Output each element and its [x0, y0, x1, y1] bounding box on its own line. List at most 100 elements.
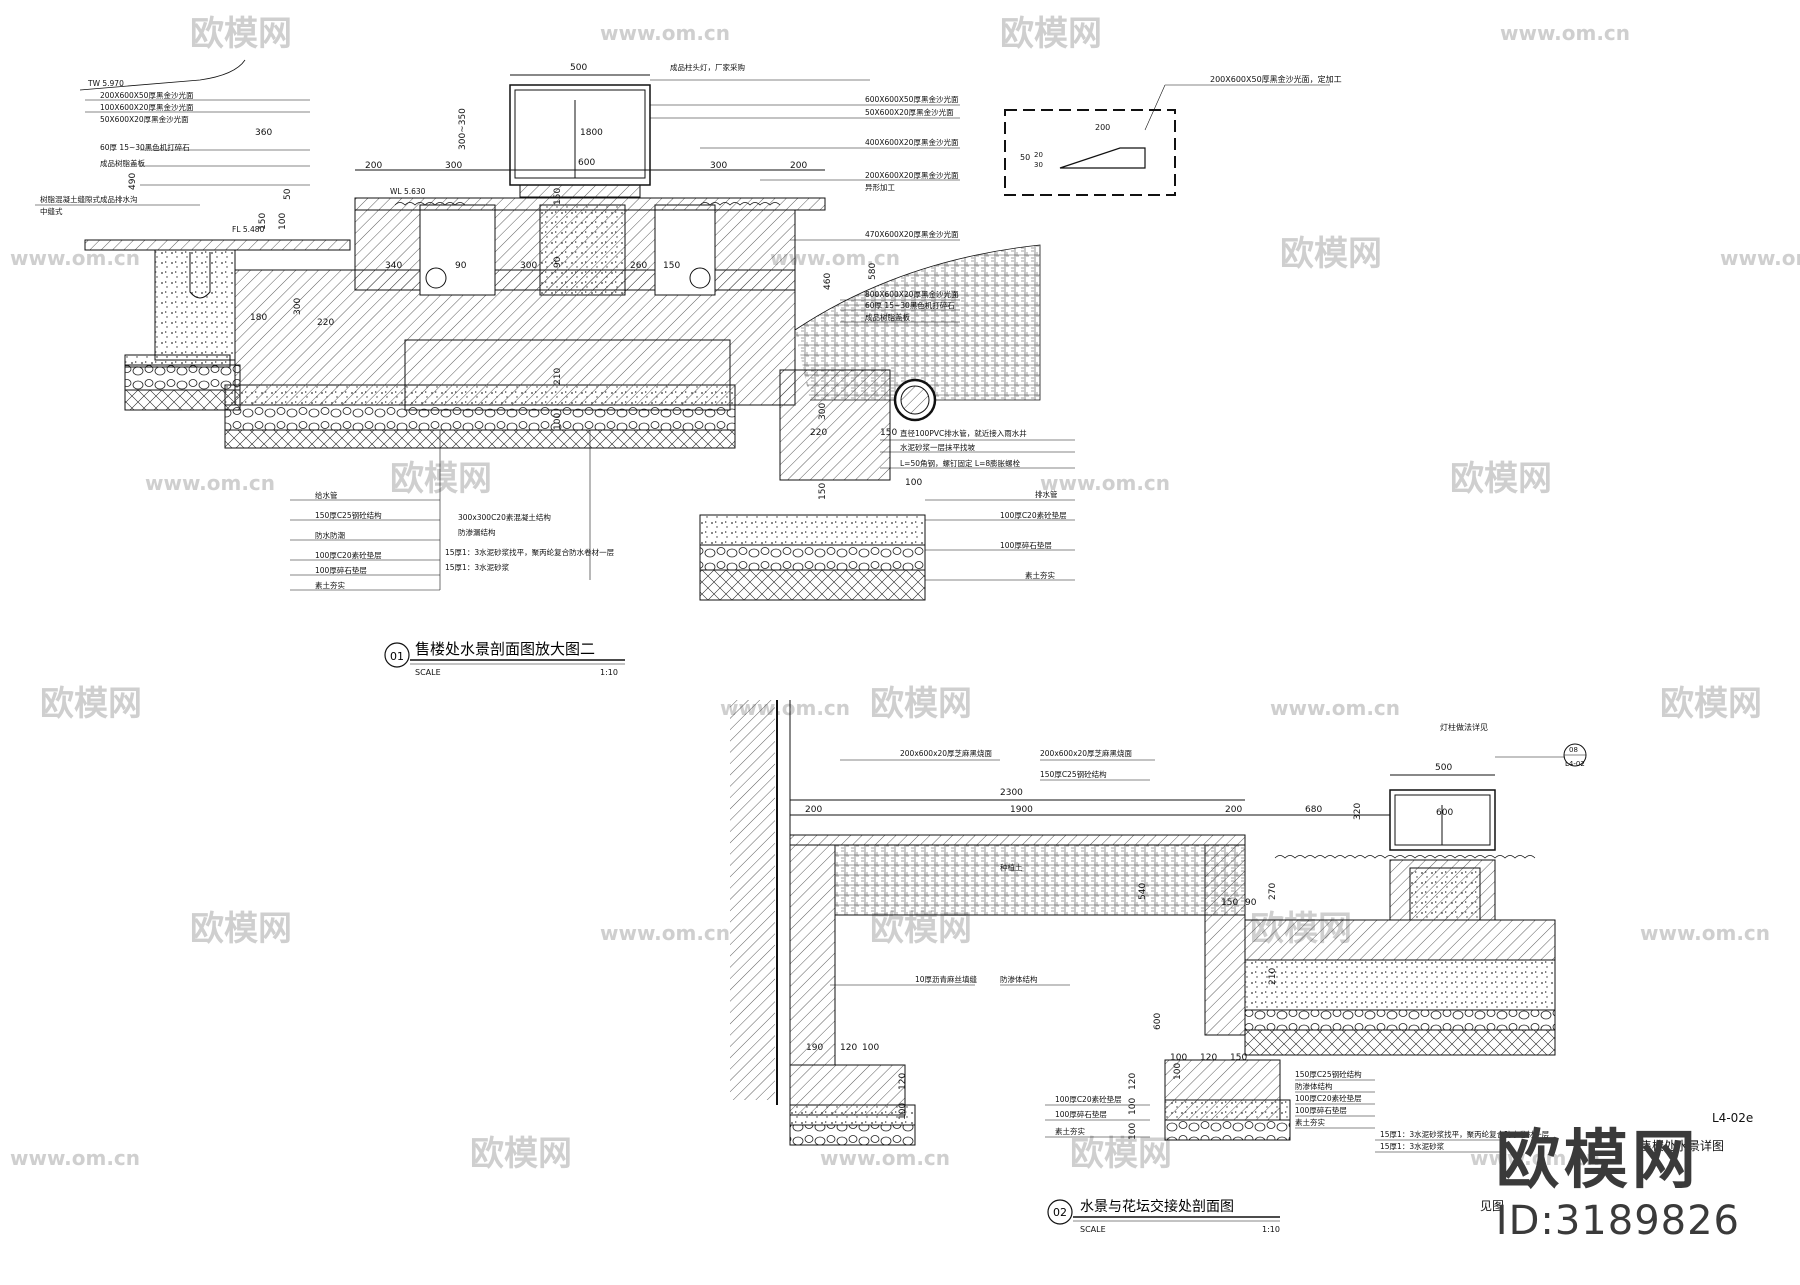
dimension-label: 580	[868, 263, 878, 280]
watermark-logo: 欧模网	[1450, 459, 1552, 499]
dimension-label: 1900	[1010, 805, 1033, 815]
dimension-label: 1800	[580, 128, 603, 138]
watermark-url: www.om.cn	[145, 471, 275, 495]
annotation-label: 100厚碎石垫层	[1000, 540, 1052, 550]
dimension-label: 120	[1128, 1073, 1138, 1090]
dimension-label: 200	[365, 161, 382, 171]
annotation-label: 成品树脂盖板	[100, 158, 145, 168]
watermark-url: www.om.cn	[1500, 21, 1630, 45]
watermark-logo: 欧模网	[390, 459, 492, 499]
dimension-label: 100	[553, 413, 563, 430]
dimension-label: 360	[255, 128, 272, 138]
watermark-logo: 欧模网	[870, 909, 972, 949]
section-02-scale-value: 1:10	[1262, 1225, 1280, 1234]
dimension-label: 100	[1128, 1098, 1138, 1115]
watermark-logo: 欧模网	[1660, 684, 1762, 724]
dimension-label: 200	[1225, 805, 1242, 815]
dimension-label: 220	[317, 318, 334, 328]
reference-label: 灯柱做法详见	[1440, 722, 1488, 732]
dimension-label: 260	[630, 261, 647, 271]
annotation-label: 470X600X20厚黑金沙光面	[865, 229, 959, 239]
dimension-label: 100	[862, 1043, 879, 1053]
annotation-label: 素土夯实	[1055, 1126, 1085, 1136]
detail-label: 200X600X50厚黑金沙光面，定加工	[1210, 74, 1342, 84]
watermark-url: www.om.cn	[1470, 1146, 1600, 1170]
sheet-fragment: L4-02e	[1712, 1111, 1753, 1125]
dimension-label: 150	[663, 261, 680, 271]
dimension-label: 490	[128, 173, 138, 190]
annotation-label: 种植土	[1000, 862, 1023, 872]
annotation-label: 成品树脂盖板	[865, 312, 910, 322]
dimension-label: 200	[805, 805, 822, 815]
annotation-label: 150厚C25钢砼结构	[1295, 1069, 1362, 1079]
annotation-label: 直径100PVC排水管，就近接入雨水井	[900, 428, 1027, 438]
dimension-label: 150	[880, 428, 897, 438]
annotation-label: 素土夯实	[1295, 1117, 1325, 1127]
watermark-logo: 欧模网	[1000, 14, 1102, 54]
section-01-labels-left: TW 5.970200X600X50厚黑金沙光面100X600X20厚黑金沙光面…	[40, 79, 426, 234]
annotation-label: 100厚C20素砼垫层	[1295, 1093, 1362, 1103]
dimension-label: 300	[445, 161, 462, 171]
reference-sheet: L4-02	[1565, 760, 1585, 768]
dimension-label: 270	[1268, 883, 1278, 900]
section-02-drawing	[730, 700, 1587, 1225]
reference-number: 08	[1569, 746, 1578, 754]
dimension-label: 600	[578, 158, 595, 168]
brand-watermark: 欧模网 ID:3189826	[1496, 1125, 1740, 1245]
dimension-label: 220	[810, 428, 827, 438]
dimension-label: 150	[258, 213, 268, 230]
annotation-label: 100厚C20素砼垫层	[1000, 510, 1067, 520]
annotation-label: FL 5.480	[232, 225, 265, 234]
annotation-label: 素土夯实	[1025, 570, 1055, 580]
annotation-label: 给水管	[315, 490, 338, 500]
annotation-label: L=50角钢，螺钉固定 L=8膨胀螺栓	[900, 458, 1021, 468]
annotation-label: 15厚1：3水泥砂浆找平，聚丙纶复合防水卷材一层	[445, 547, 615, 557]
watermark-url: www.om.cn	[1270, 696, 1400, 720]
watermark-logo: 欧模网	[1070, 1134, 1172, 1174]
sheet-fragment: 见图	[1480, 1199, 1504, 1213]
annotation-label: 50X600X20厚黑金沙光面	[865, 107, 954, 117]
detail-dim: 200	[1095, 123, 1110, 132]
annotation-label: 100厚碎石垫层	[1055, 1109, 1107, 1119]
dimension-label: 120	[1200, 1053, 1217, 1063]
annotation-label: 60厚 15~30黑色机打碎石	[100, 142, 190, 152]
dimension-label: 300~350	[458, 108, 468, 150]
section-02-number: 02	[1053, 1206, 1067, 1219]
dimension-label: 120	[840, 1043, 857, 1053]
section-01-labels-bottom: 给水管150厚C25钢砼结构防水防潮100厚C20素砼垫层100厚碎石垫层素土夯…	[315, 490, 615, 590]
annotation-label: 异形加工	[865, 182, 895, 192]
dimension-label: 150	[1230, 1053, 1247, 1063]
dimension-label: 100	[278, 213, 288, 230]
section-02-scale-label: SCALE	[1080, 1225, 1106, 1234]
dimension-label: 300	[293, 298, 303, 315]
annotation-label: 防渗体结构	[1000, 974, 1038, 984]
watermark-logo: 欧模网	[40, 684, 142, 724]
watermark-logo: 欧模网	[190, 909, 292, 949]
section-01-scale-value: 1:10	[600, 668, 618, 677]
watermark-url: www.om.cn	[1720, 246, 1800, 270]
annotation-label: 400X600X20厚黑金沙光面	[865, 137, 959, 147]
dimension-label: 200	[790, 161, 807, 171]
annotation-label: 15厚1：3水泥砂浆	[1380, 1141, 1445, 1151]
dimension-label: 90	[1245, 898, 1257, 908]
section-02-title: 水景与花坛交接处剖面图	[1080, 1198, 1234, 1215]
dimension-label: 100	[1170, 1053, 1187, 1063]
watermark-logo: 欧模网	[190, 14, 292, 54]
dimension-label: 150	[1221, 898, 1238, 908]
annotation-label: 树脂混凝土缝隙式成品排水沟	[40, 194, 138, 204]
annotation-label: TW 5.970	[87, 79, 124, 88]
section-01-scale-label: SCALE	[415, 668, 441, 677]
annotation-label: 中缝式	[40, 206, 63, 216]
dimension-label: 2300	[1000, 788, 1023, 798]
annotation-label: 成品柱头灯，厂家采购	[670, 62, 745, 72]
brand-id: ID:3189826	[1495, 1198, 1740, 1244]
watermark-url: www.om.cn	[1640, 921, 1770, 945]
annotation-label: 150厚C25钢砼结构	[315, 510, 382, 520]
annotation-label: 200X600X50厚黑金沙光面	[100, 90, 194, 100]
annotation-label: 200X600X20厚黑金沙光面	[865, 170, 959, 180]
annotation-label: 60厚 15~30黑色机打碎石	[865, 300, 955, 310]
watermark-url: www.om.cn	[10, 1146, 140, 1170]
annotation-label: 防渗漏结构	[458, 527, 496, 537]
